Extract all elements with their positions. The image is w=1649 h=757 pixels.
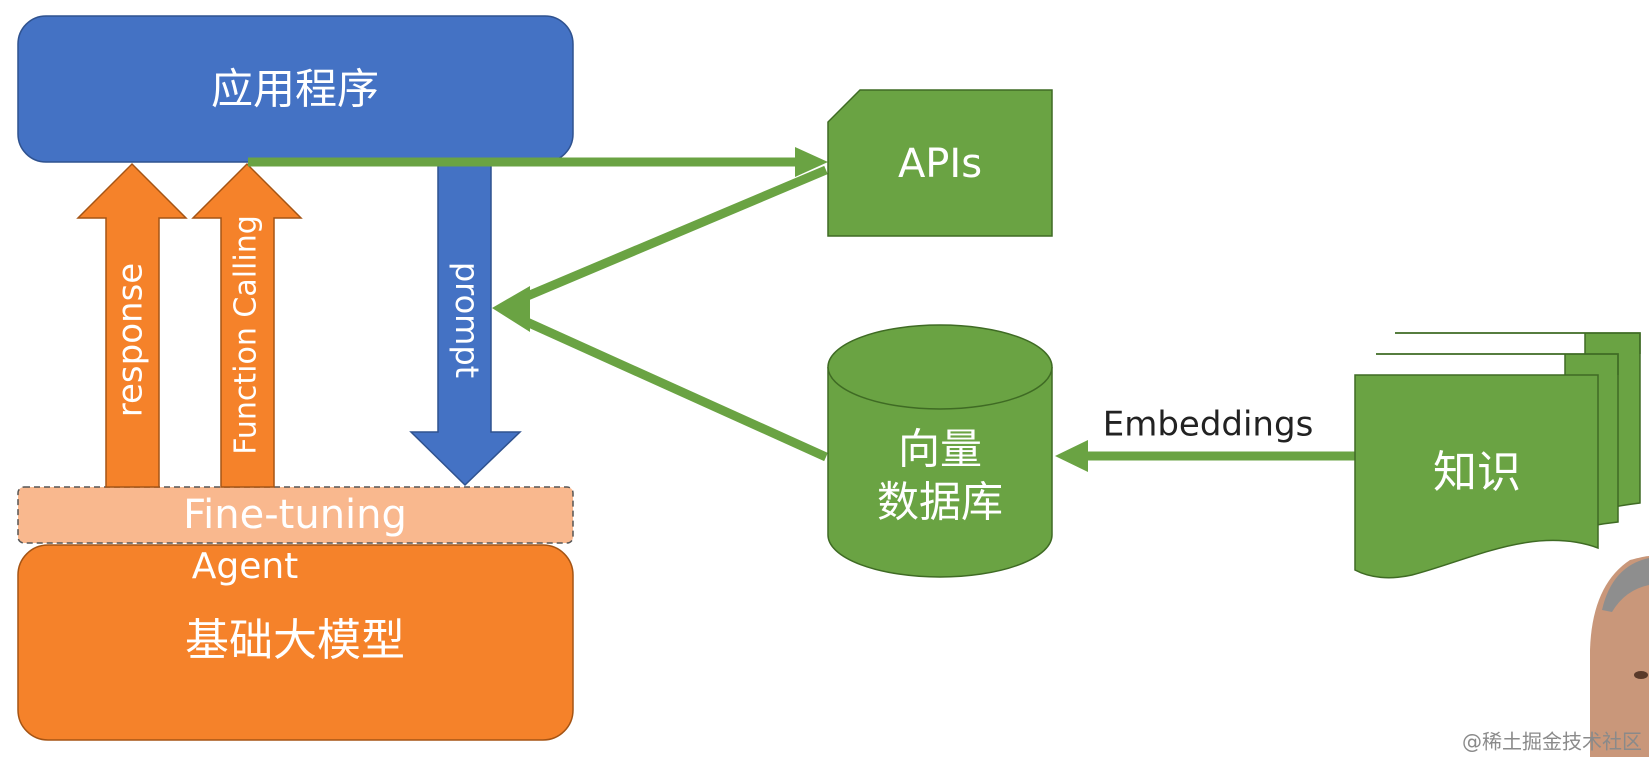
apis-label: APIs bbox=[898, 141, 982, 187]
knowledge-label: 知识 bbox=[1433, 447, 1521, 498]
vectordb-to-prompt-line bbox=[516, 313, 828, 462]
base-model-box bbox=[17, 544, 574, 741]
watermark: @稀土掘金技术社区 bbox=[1462, 730, 1642, 754]
fine-tuning-box bbox=[17, 486, 574, 544]
agent-label: Agent bbox=[192, 546, 299, 587]
knowledge-doc-back-edge bbox=[1395, 332, 1641, 354]
response-arrow bbox=[76, 162, 188, 488]
function-calling-arrow bbox=[191, 162, 303, 488]
function-calling-label: Function Calling bbox=[229, 215, 264, 455]
embeddings-arrowhead bbox=[1055, 440, 1088, 472]
app-to-apis-arrowhead bbox=[795, 147, 828, 177]
vector-db-top bbox=[827, 324, 1053, 410]
fine-tuning-label: Fine-tuning bbox=[183, 492, 407, 538]
embeddings-label: Embeddings bbox=[1103, 405, 1314, 445]
presenter-photo bbox=[1590, 556, 1649, 757]
prompt-label: prompt bbox=[448, 262, 486, 378]
prompt-arrow bbox=[409, 163, 522, 487]
apis-box bbox=[827, 89, 1053, 237]
apis-to-prompt-line bbox=[516, 165, 828, 305]
application-label: 应用程序 bbox=[211, 65, 379, 114]
knowledge-doc-front bbox=[1354, 374, 1599, 579]
vector-db-body bbox=[827, 367, 1053, 578]
knowledge-doc-middle-edge bbox=[1376, 353, 1619, 375]
to-prompt-arrowhead bbox=[492, 286, 530, 332]
base-model-label: 基础大模型 bbox=[185, 615, 405, 666]
vector-db-label-line1: 向量 bbox=[898, 425, 982, 474]
vector-db-label-line2: 数据库 bbox=[877, 478, 1003, 527]
response-label: response bbox=[111, 263, 151, 417]
